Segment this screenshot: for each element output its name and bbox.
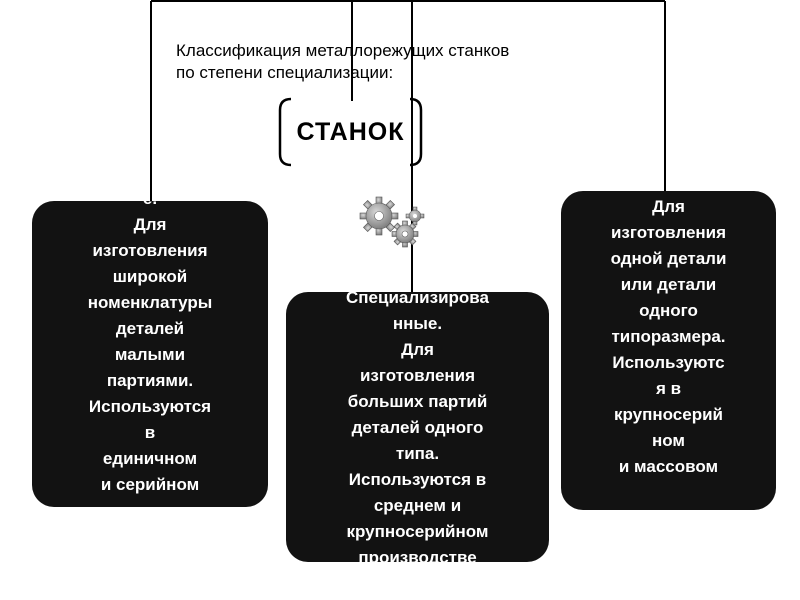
card-special: . Для изготовления одной детали или дета… <box>561 191 776 510</box>
root-brackets <box>278 97 423 167</box>
title-line-2: по степени специализации: <box>176 63 394 82</box>
diagram-title: Классификация металлорежущих станков по … <box>176 40 676 84</box>
card-specialized-text: Специализирова нные. Для изготовления бо… <box>346 292 489 562</box>
title-line-1: Классификация металлорежущих станков <box>176 41 510 60</box>
gears-icon <box>359 196 425 248</box>
root-node: СТАНОК <box>277 96 424 168</box>
card-specialized: Специализирова нные. Для изготовления бо… <box>286 292 549 562</box>
card-special-text: . Для изготовления одной детали или дета… <box>610 197 727 476</box>
card-universal-text: е. Для изготовления широкой номенклатуры… <box>87 201 213 494</box>
root-label: СТАНОК <box>293 117 408 147</box>
card-universal: е. Для изготовления широкой номенклатуры… <box>32 201 268 507</box>
